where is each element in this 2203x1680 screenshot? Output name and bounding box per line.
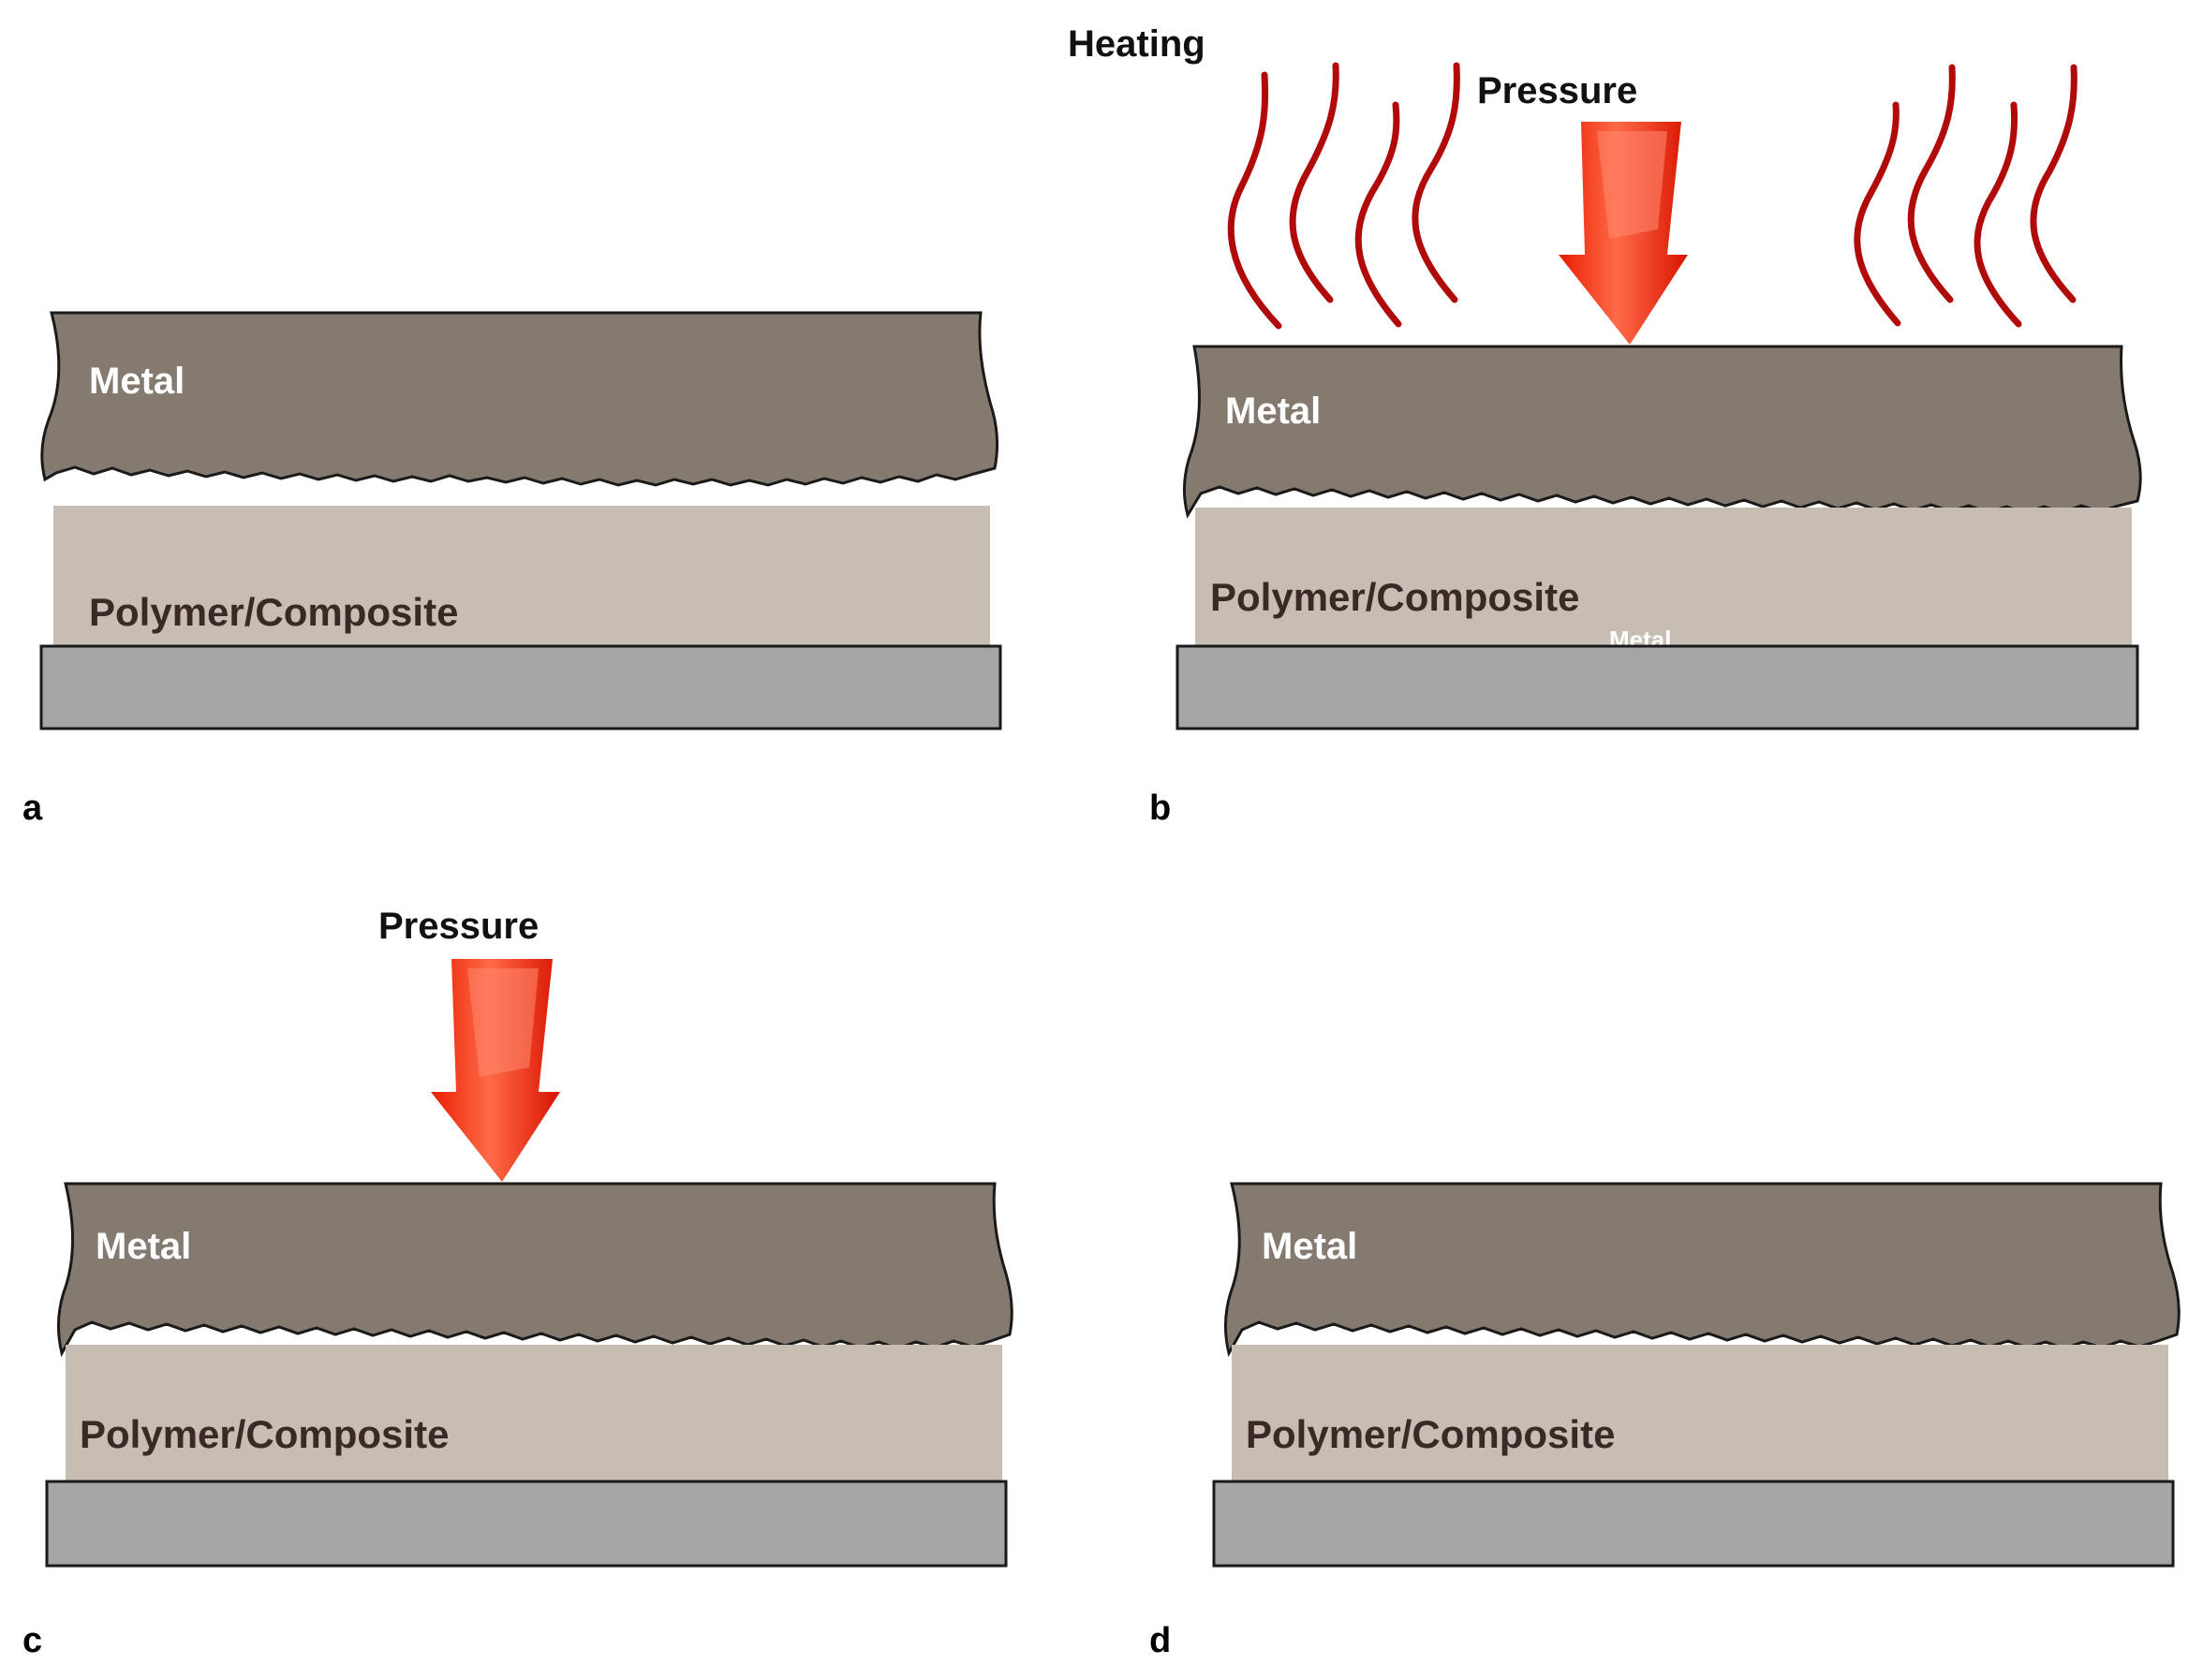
heat-wave-icon	[1907, 64, 1956, 303]
heat-wave-icon	[1412, 62, 1460, 303]
heat-waves-left	[1227, 62, 1460, 330]
metal-layer	[40, 311, 999, 487]
panel-b: Heating Pressure Metal Polymer/Composite…	[1068, 23, 2142, 828]
heat-wave-icon	[1227, 71, 1282, 330]
polymer-layer	[66, 1345, 1002, 1481]
down-arrow-icon	[431, 959, 560, 1182]
metal-layer	[56, 1182, 1013, 1358]
panel-letter: b	[1149, 788, 1171, 828]
polymer-layer	[53, 506, 990, 646]
panel-c: Pressure Metal Polymer/Composite c	[22, 906, 1013, 1660]
heat-waves-right	[1854, 64, 2077, 328]
substrate-layer	[39, 644, 1002, 730]
metal-label: Metal	[89, 361, 185, 402]
heating-label: Heating	[1068, 23, 1205, 65]
pressure-label: Pressure	[1477, 70, 1637, 111]
heat-wave-icon	[1974, 101, 2022, 328]
panel-a: Metal Polymer/Composite a	[22, 311, 1002, 828]
polymer-label: Polymer/Composite	[89, 590, 458, 634]
substrate-layer	[1175, 644, 2139, 730]
polymer-layer	[1232, 1345, 2168, 1481]
panel-letter: c	[22, 1621, 42, 1660]
down-arrow-icon	[1559, 122, 1688, 345]
polymer-label: Polymer/Composite	[80, 1412, 449, 1456]
metal-layer	[1223, 1182, 2181, 1358]
panel-letter: d	[1149, 1621, 1171, 1660]
metal-label: Metal	[1262, 1226, 1357, 1267]
panel-letter: a	[22, 788, 43, 828]
substrate-layer	[45, 1480, 1008, 1568]
polymer-label: Polymer/Composite	[1210, 575, 1579, 619]
heat-wave-icon	[1354, 101, 1402, 328]
substrate-layer	[1212, 1480, 2175, 1568]
pressure-label: Pressure	[378, 906, 539, 947]
heat-wave-icon	[1854, 101, 1901, 327]
heat-wave-icon	[1289, 62, 1339, 303]
panel-d: Metal Polymer/Composite d	[1149, 1182, 2181, 1660]
polymer-label: Polymer/Composite	[1246, 1412, 1615, 1456]
polymer-layer	[1195, 508, 2132, 646]
metal-label: Metal	[1225, 391, 1321, 432]
metal-layer	[1183, 345, 2142, 519]
metal-label: Metal	[96, 1226, 191, 1267]
heat-wave-icon	[2030, 64, 2077, 303]
